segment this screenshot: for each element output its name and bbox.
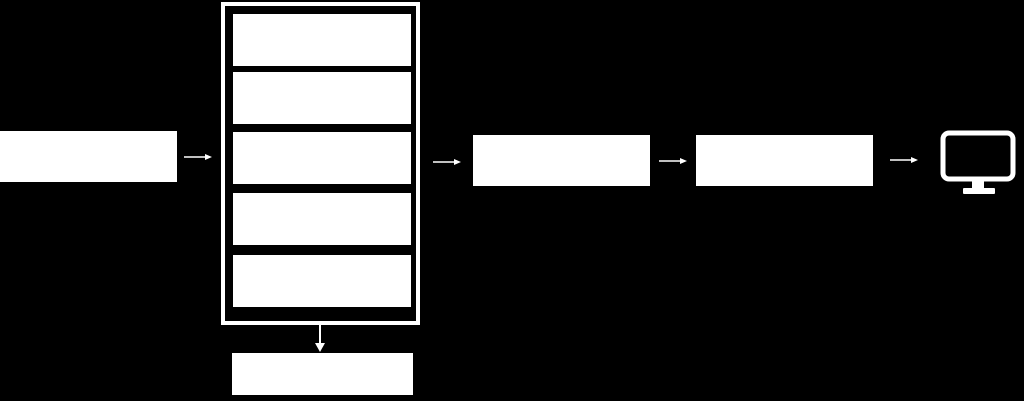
monitor-icon	[940, 130, 1016, 194]
arrow-down-icon	[315, 325, 325, 352]
stage-block-1	[473, 135, 650, 186]
arrow-right-icon	[184, 154, 212, 160]
below-block	[232, 353, 413, 395]
stack-block-4	[233, 193, 411, 245]
stage-block-2	[696, 135, 873, 186]
stack-block-1	[233, 14, 411, 66]
stack-block-2	[233, 72, 411, 124]
arrow-right-icon	[659, 158, 687, 164]
input-block	[0, 131, 177, 182]
arrow-right-icon	[433, 159, 461, 165]
stack-block-5	[233, 255, 411, 307]
stack-block-3	[233, 132, 411, 184]
arrow-right-icon	[890, 157, 918, 163]
